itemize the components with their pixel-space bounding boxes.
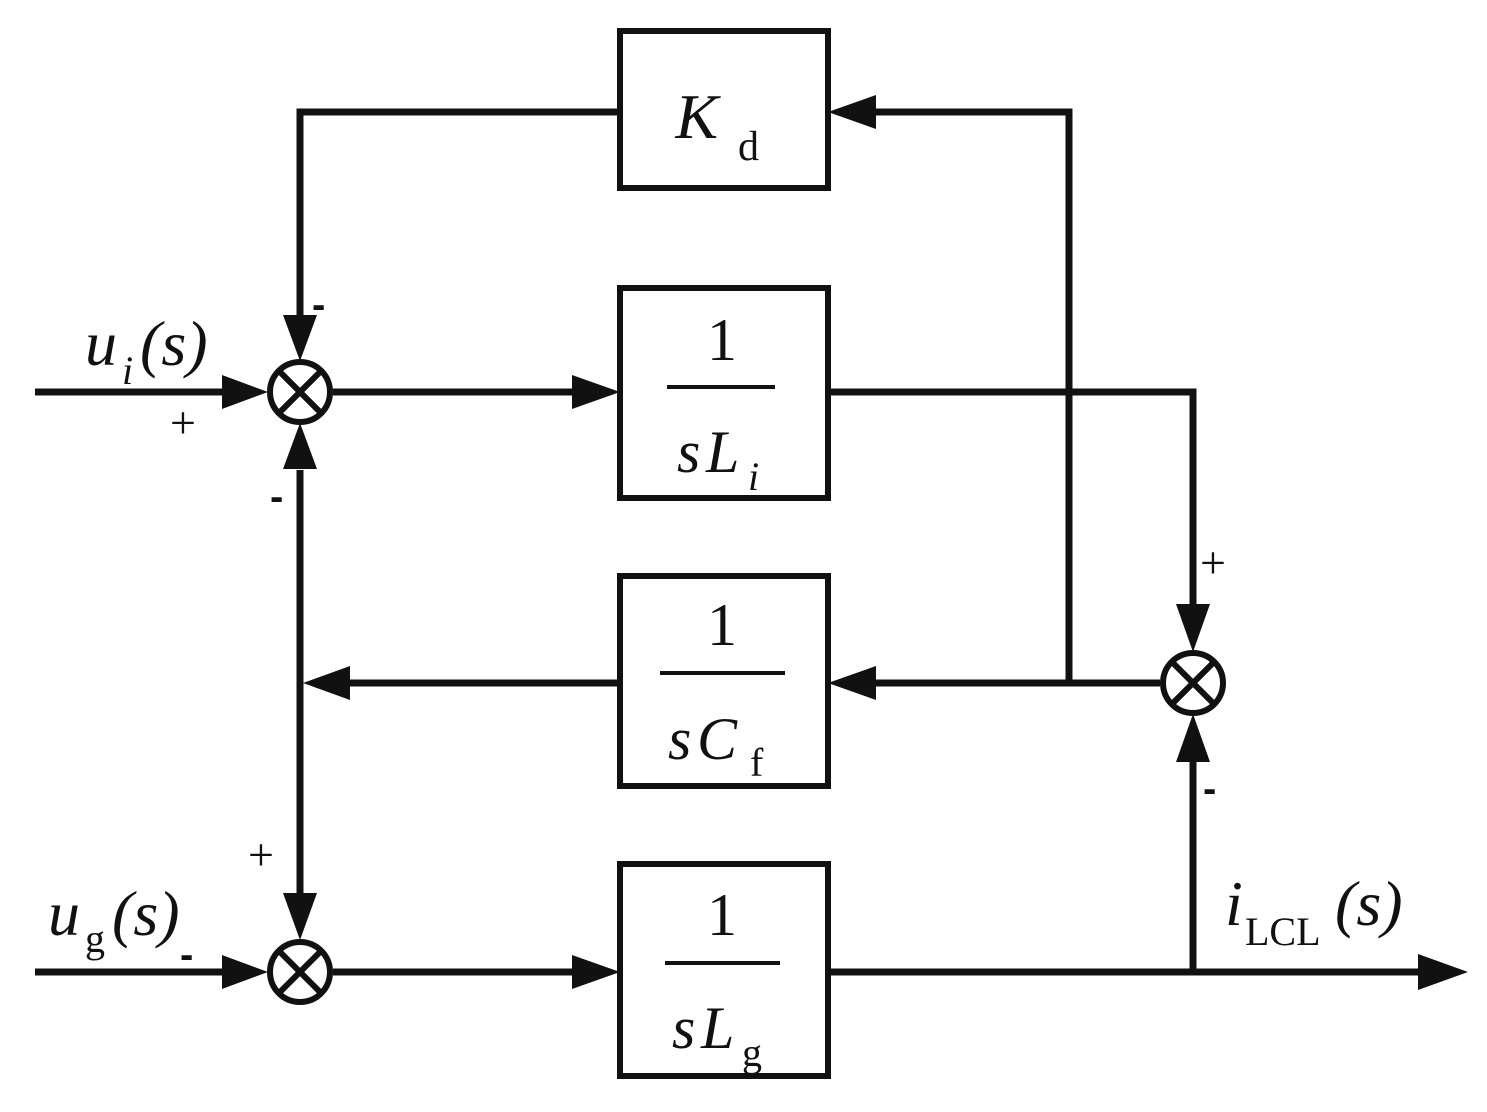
lg-symbol: L (700, 995, 734, 1061)
kd-symbol: K (674, 81, 721, 152)
signal-label-ilcl: i LCL (s) (1225, 868, 1403, 954)
li-numerator: 1 (707, 307, 737, 373)
li-symbol: L (705, 419, 739, 485)
block-kd: K d (617, 28, 831, 191)
block-1-over-scf: 1 s C f (617, 573, 831, 789)
ilcl-symbol: i (1225, 868, 1243, 939)
arrowhead-cf-to-bus (303, 666, 350, 700)
sign-sj2-left: - (180, 933, 193, 977)
arrowhead-ug-to-sj2 (222, 955, 268, 989)
sign-sj3-top: + (1200, 537, 1226, 588)
ug-argument: (s) (112, 878, 180, 949)
summing-junction-1 (267, 359, 333, 425)
arrowhead-bus-to-sj1 (283, 423, 317, 469)
cf-numerator: 1 (707, 592, 737, 658)
signal-wires (35, 108, 1418, 976)
arrowhead-ilcl-to-sj3 (1176, 714, 1210, 762)
wire-li-to-sj3 (828, 388, 1197, 615)
wire-kd-to-sj1 (296, 108, 620, 330)
kd-subscript: d (738, 124, 759, 170)
arrowhead-ui-to-sj1 (222, 375, 268, 409)
arrowhead-to-cf (828, 666, 876, 700)
arrowhead-bus-to-sj2 (283, 893, 317, 940)
wire-junction-to-kd (870, 108, 1073, 683)
ui-argument: (s) (140, 308, 208, 379)
lg-numerator: 1 (707, 882, 737, 948)
ui-subscript: i (122, 348, 133, 393)
cf-symbol: C (697, 706, 738, 772)
cf-subscript: f (750, 740, 764, 785)
cf-s: s (668, 706, 691, 772)
block-1-over-slg: 1 s L g (617, 861, 831, 1079)
summing-junction-2 (267, 939, 333, 1005)
arrowhead-li-to-sj3 (1176, 604, 1210, 652)
sign-sj1-top: - (312, 283, 325, 327)
li-s: s (677, 419, 700, 485)
lg-s: s (672, 995, 695, 1061)
signal-label-ui: u i (s) (85, 308, 208, 393)
li-subscript: i (748, 454, 759, 499)
ui-symbol: u (85, 308, 117, 379)
ilcl-subscript: LCL (1245, 909, 1321, 954)
arrowhead-to-kd (828, 95, 876, 129)
sign-sj1-bottom: - (270, 475, 283, 519)
junction-signs: - + - + - + - (170, 283, 1226, 977)
summing-junction-3 (1160, 650, 1226, 716)
arrowhead-sj2-to-lg (572, 955, 620, 989)
arrowheads (222, 95, 1468, 990)
signal-label-ug: u g (s) (48, 878, 180, 961)
arrowhead-ilcl-output (1418, 954, 1468, 990)
arrowhead-kd-to-sj1 (283, 315, 317, 361)
arrowhead-sj1-to-li (572, 375, 620, 409)
ug-subscript: g (85, 916, 105, 961)
ilcl-argument: (s) (1335, 868, 1403, 939)
sign-sj3-bottom: - (1203, 767, 1216, 811)
sign-sj1-left: + (170, 397, 196, 448)
block-1-over-sli: 1 s L i (617, 285, 831, 501)
lg-subscript: g (742, 1030, 762, 1075)
sign-sj2-top: + (248, 829, 274, 880)
ug-symbol: u (48, 878, 80, 949)
